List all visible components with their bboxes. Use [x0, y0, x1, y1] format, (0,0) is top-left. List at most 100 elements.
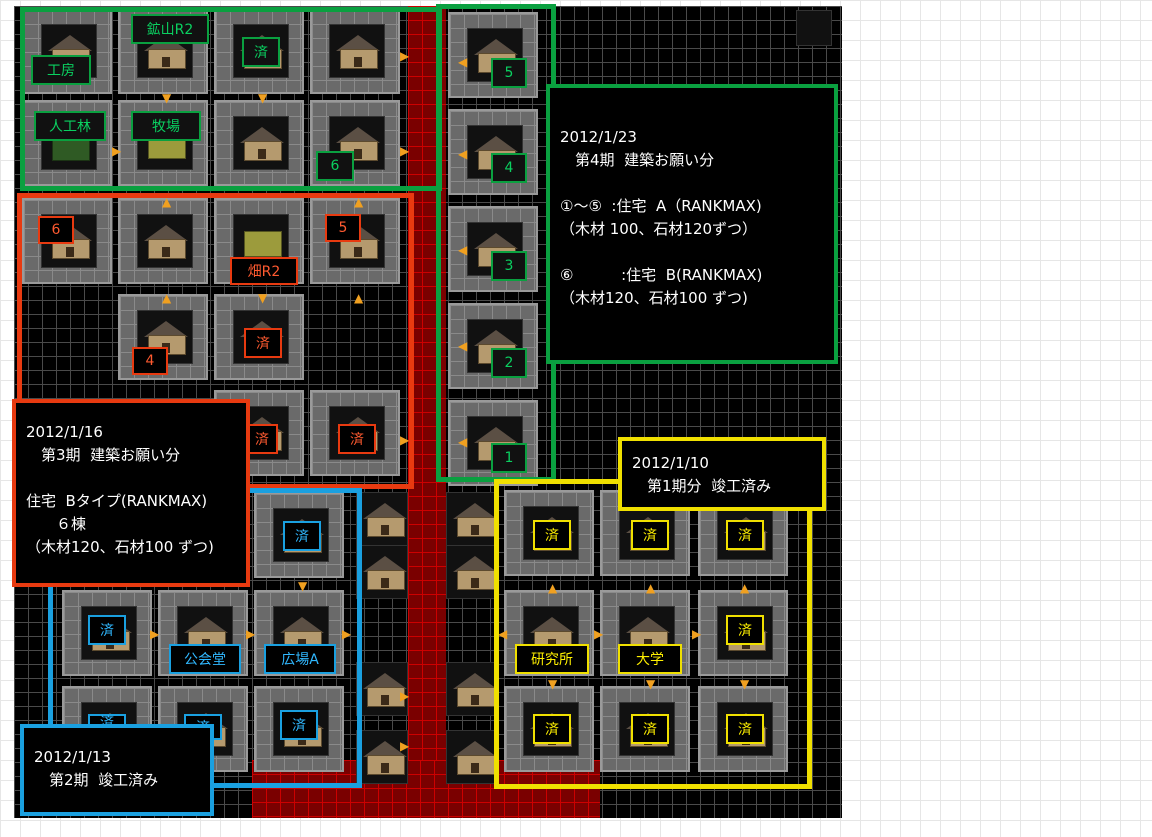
arrow-icon: ▲ [354, 291, 364, 305]
building-roof [530, 617, 574, 633]
arrow-icon: ▶ [400, 739, 410, 753]
phase3-note: 2012/1/16 第3期 建築お願い分 住宅 Bタイプ(RANKMAX) ６棟… [12, 399, 250, 587]
label-zumi-yellow-7: 済 [726, 714, 764, 744]
label-zumi-blue-1: 済 [283, 521, 321, 551]
roadside-building [356, 492, 408, 546]
building-roof [626, 617, 670, 633]
arrow-icon: ▼ [162, 91, 172, 105]
arrow-icon: ◀ [458, 55, 468, 69]
map-tile [214, 100, 304, 186]
label-zumi-yellow-4: 済 [726, 615, 764, 645]
arrow-icon: ▲ [162, 195, 172, 209]
house-icon [363, 673, 407, 707]
label-zumi-red-1: 済 [244, 328, 282, 358]
number-3-green: 3 [491, 251, 527, 281]
arrow-icon: ▲ [646, 581, 656, 595]
building-door [381, 578, 389, 588]
building-door [354, 57, 362, 67]
building-door [66, 247, 74, 257]
label-zumi-yellow-3: 済 [726, 520, 764, 550]
arrow-icon: ▼ [298, 579, 308, 593]
label-zumi-red-2: 済 [246, 424, 278, 454]
building-roof [453, 503, 497, 519]
number-2-green: 2 [491, 348, 527, 378]
label-zumi-yellow-6: 済 [631, 714, 669, 744]
building-roof [363, 741, 407, 757]
building-wall [244, 231, 282, 257]
label-zumi-blue-5: 済 [280, 710, 318, 740]
building-roof [453, 741, 497, 757]
building-roof [363, 673, 407, 689]
building-door [471, 763, 479, 773]
roadside-building [446, 662, 498, 716]
building-roof [363, 503, 407, 519]
arrow-icon: ▶ [400, 433, 410, 447]
building-roof [474, 39, 518, 55]
house-icon [363, 503, 407, 537]
phase4-area-green-frame [20, 7, 442, 191]
building-roof [48, 35, 92, 51]
building-slot [137, 214, 193, 268]
label-jinkorin: 人工林 [34, 111, 106, 141]
map-tile [310, 8, 400, 94]
building-door [471, 525, 479, 535]
arrow-icon: ▶ [246, 627, 256, 641]
arrow-icon: ◀ [498, 627, 508, 641]
house-icon [453, 556, 497, 590]
arrow-icon: ▶ [400, 689, 410, 703]
roadside-building [446, 492, 498, 546]
building-roof [144, 321, 188, 337]
arrow-icon: ▶ [692, 627, 702, 641]
building-door [162, 247, 170, 257]
arrow-icon: ▶ [150, 627, 160, 641]
building-roof [363, 556, 407, 572]
arrow-icon: ▶ [400, 49, 410, 63]
number-4-red: 4 [132, 347, 168, 375]
house-icon [453, 503, 497, 537]
building-roof [144, 225, 188, 241]
label-zumi-yellow-2: 済 [631, 520, 669, 550]
arrow-icon: ▼ [258, 291, 268, 305]
roadside-building [356, 545, 408, 599]
label-zumi-red-3: 済 [338, 424, 376, 454]
building-roof [336, 127, 380, 143]
building-door [381, 763, 389, 773]
house-icon [363, 741, 407, 775]
building-roof [184, 617, 228, 633]
label-kozan: 鉱山R2 [131, 14, 209, 44]
building-door [471, 578, 479, 588]
label-kenkyujo: 研究所 [515, 644, 589, 674]
building-slot [329, 116, 385, 170]
label-daigaku: 大学 [618, 644, 682, 674]
phase4-note: 2012/1/23 第4期 建築お願い分 ①～⑤ :住宅 A（RANKMAX) … [546, 84, 838, 364]
building-roof [474, 233, 518, 249]
label-zumi-yellow-1: 済 [533, 520, 571, 550]
house-icon [336, 35, 380, 69]
building-roof [474, 427, 518, 443]
roadside-building [446, 545, 498, 599]
arrow-icon: ◀ [458, 339, 468, 353]
arrow-icon: ▶ [594, 627, 604, 641]
arrow-icon: ▲ [162, 291, 172, 305]
arrow-icon: ▶ [112, 144, 122, 158]
map-tile [504, 686, 594, 772]
building-door [298, 735, 306, 745]
label-hata: 畑R2 [230, 257, 298, 285]
building-door [381, 695, 389, 705]
label-kokaido: 公会堂 [169, 644, 241, 674]
arrow-icon: ▼ [258, 91, 268, 105]
number-1-green: 1 [491, 443, 527, 473]
arrow-icon: ▲ [740, 581, 750, 595]
arrow-icon: ▶ [400, 144, 410, 158]
label-zumi-green: 済 [242, 37, 280, 67]
building-roof [453, 673, 497, 689]
building-door [354, 247, 362, 257]
arrow-icon: ▶ [342, 627, 352, 641]
label-bokujo: 牧場 [131, 111, 201, 141]
roadside-building [356, 662, 408, 716]
arrow-icon: ▲ [548, 581, 558, 595]
house-icon [363, 556, 407, 590]
label-zumi-yellow-5: 済 [533, 714, 571, 744]
number-6-red: 6 [38, 216, 74, 244]
